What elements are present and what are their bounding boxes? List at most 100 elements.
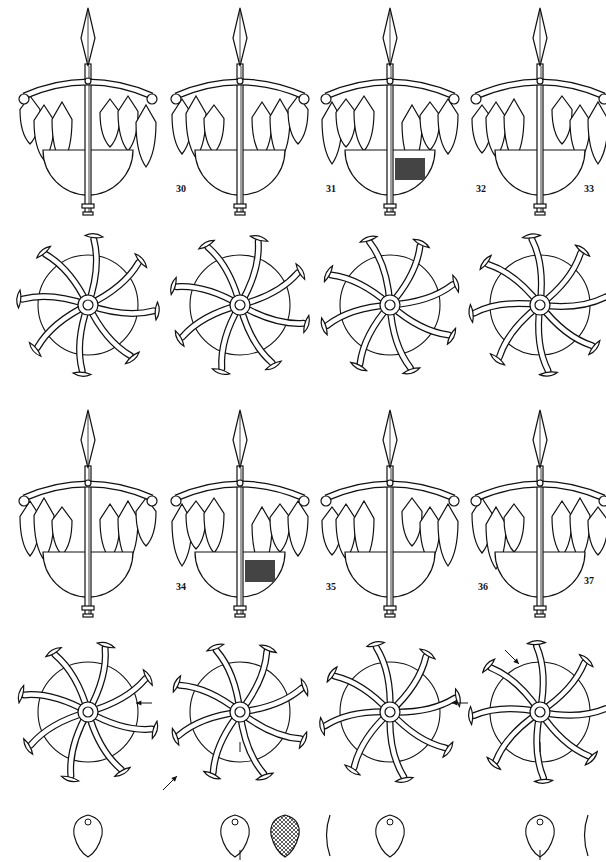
leaf-end bbox=[487, 757, 500, 769]
leaf-end bbox=[155, 302, 159, 320]
section-tick bbox=[240, 742, 241, 752]
figure-number: 30 bbox=[176, 184, 186, 194]
leaf-end bbox=[523, 234, 541, 238]
disc-outline bbox=[190, 662, 290, 762]
hanging-leaf bbox=[504, 504, 524, 552]
side-view bbox=[19, 8, 157, 215]
leaf-detail bbox=[221, 815, 249, 857]
spear-tip bbox=[533, 410, 547, 468]
hanging-leaf bbox=[252, 102, 272, 157]
leaf-profile bbox=[327, 815, 331, 856]
shaft bbox=[237, 64, 243, 214]
leaf-end bbox=[301, 679, 308, 696]
figure-number: 37 bbox=[584, 576, 594, 586]
pointer-arrow bbox=[452, 700, 468, 705]
arm-curl bbox=[321, 94, 331, 104]
leaf-end bbox=[135, 254, 147, 268]
spear-tip bbox=[81, 410, 95, 468]
leaf-detail bbox=[376, 815, 404, 857]
shaft bbox=[537, 64, 543, 214]
hanging-leaf bbox=[354, 96, 374, 151]
hanging-leaf bbox=[100, 504, 120, 559]
leaf-end bbox=[413, 239, 429, 247]
hanging-leaf bbox=[136, 105, 156, 167]
leaf-end bbox=[199, 240, 215, 249]
leaf-end bbox=[324, 266, 332, 282]
side-view bbox=[471, 8, 606, 215]
leaf-end bbox=[469, 707, 473, 725]
side-view bbox=[171, 410, 309, 617]
leaf-end bbox=[61, 776, 78, 781]
arm-curl bbox=[321, 496, 331, 506]
disc-outline bbox=[340, 255, 440, 355]
leaf-end bbox=[17, 290, 21, 308]
leaf-profile bbox=[585, 815, 589, 856]
leaf-end bbox=[483, 659, 495, 672]
leaf-end bbox=[256, 773, 273, 780]
leaf-end bbox=[490, 354, 504, 365]
hanging-leaf bbox=[420, 102, 440, 150]
leaf-end bbox=[304, 315, 310, 332]
shaft bbox=[85, 466, 91, 616]
hanging-leaf bbox=[438, 504, 458, 566]
disc-shading bbox=[245, 560, 275, 582]
leaf-end bbox=[46, 648, 62, 657]
disc-shading bbox=[395, 158, 425, 180]
top-view bbox=[172, 644, 308, 780]
spear-tip bbox=[383, 8, 397, 66]
arm-curl bbox=[449, 496, 459, 506]
leaf-end bbox=[480, 255, 491, 269]
top-view bbox=[18, 642, 157, 781]
leaf-end bbox=[173, 676, 180, 693]
leaf-end bbox=[207, 644, 224, 651]
leaf-end bbox=[527, 641, 545, 645]
leaf-end bbox=[540, 372, 558, 376]
hanging-leaf bbox=[186, 501, 206, 549]
hanging-leaf bbox=[204, 498, 224, 553]
top-view bbox=[469, 641, 606, 784]
arm-curl bbox=[299, 94, 309, 104]
leaf-end bbox=[37, 246, 51, 258]
hanging-leaf bbox=[486, 102, 506, 157]
spear-tip bbox=[533, 8, 547, 66]
leaf-end bbox=[152, 721, 157, 738]
leaf-end bbox=[443, 742, 453, 757]
top-view bbox=[469, 234, 606, 376]
shaft bbox=[537, 466, 543, 616]
leaf-detail bbox=[74, 815, 102, 857]
hanging-leaf bbox=[552, 96, 572, 144]
hanging-leaf bbox=[402, 498, 422, 546]
leaf-end bbox=[73, 372, 91, 376]
leaf-end bbox=[453, 275, 459, 292]
arm-curl bbox=[599, 94, 606, 104]
arm-curl bbox=[171, 94, 181, 104]
shaft bbox=[237, 466, 243, 616]
side-view bbox=[321, 410, 459, 617]
figure-number: 35 bbox=[326, 582, 336, 592]
leaf-end bbox=[367, 642, 385, 647]
figure-number: 36 bbox=[478, 582, 488, 592]
leaf-end bbox=[396, 777, 414, 782]
spear-tip bbox=[81, 8, 95, 66]
side-view bbox=[19, 410, 157, 617]
hanging-leaf bbox=[100, 99, 120, 147]
pointer-arrow bbox=[136, 700, 152, 705]
hanging-leaf bbox=[588, 507, 606, 555]
spear-tip bbox=[233, 410, 247, 468]
arm-curl bbox=[171, 496, 181, 506]
figure-number: 32 bbox=[476, 184, 486, 194]
figure-number: 33 bbox=[584, 184, 594, 194]
section-tick bbox=[240, 850, 241, 860]
hanging-leaf bbox=[336, 504, 356, 559]
hanging-leaf bbox=[336, 99, 356, 147]
leaf-end bbox=[18, 685, 23, 702]
leaf-end bbox=[204, 771, 221, 778]
leaf-end bbox=[175, 331, 184, 347]
figure-number: 31 bbox=[326, 184, 336, 194]
hanging-leaf bbox=[552, 501, 572, 556]
hanging-leaf bbox=[186, 96, 206, 158]
hanging-leaf bbox=[118, 96, 138, 151]
leaf-end bbox=[580, 655, 593, 667]
shaft bbox=[387, 466, 393, 616]
